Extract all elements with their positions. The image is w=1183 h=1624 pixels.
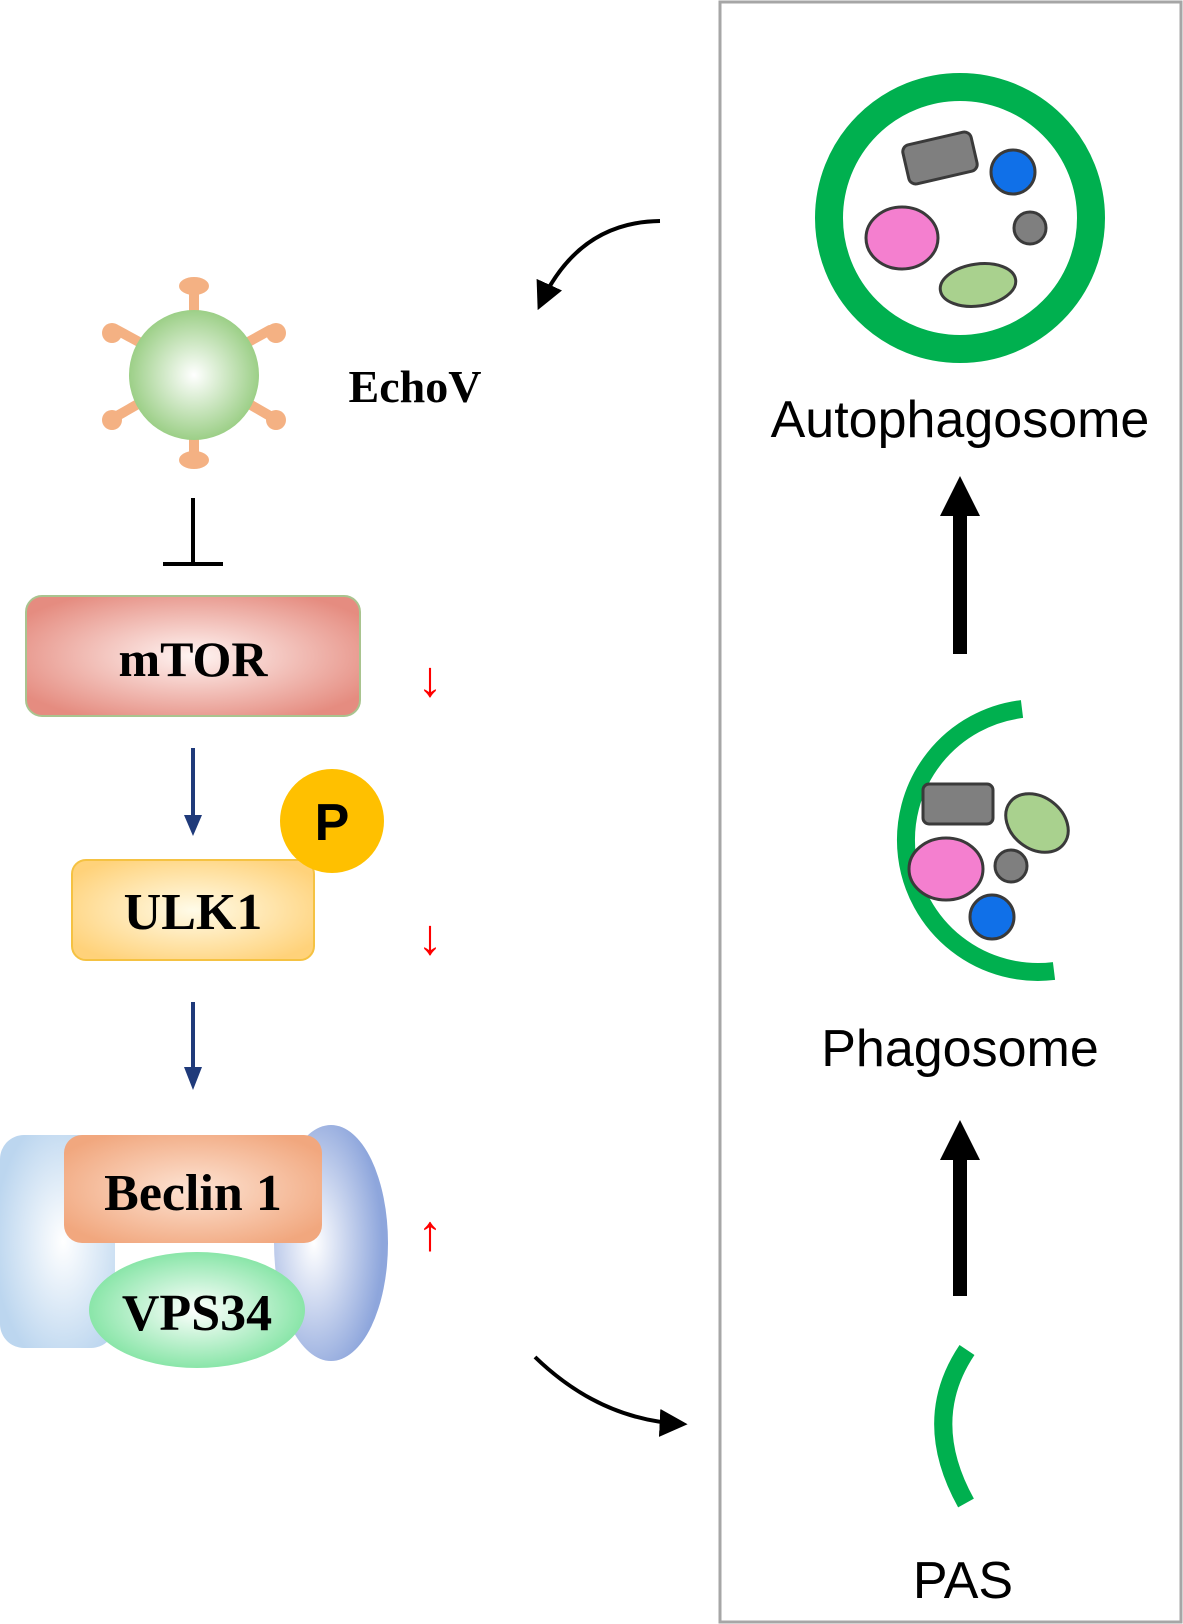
phosphate-badge	[280, 769, 384, 873]
pas-label: PAS	[913, 1552, 1013, 1610]
mtor-label: mTOR	[118, 631, 268, 687]
ulk1-change-arrow: ↓	[418, 909, 443, 965]
virus-label: EchoV	[349, 361, 482, 412]
autophagy-stage-panel	[718, 0, 1183, 1624]
curved-arrow-autophagosome-to-virus	[536, 219, 661, 311]
phagosome-icon	[897, 700, 1070, 981]
mtor-change-arrow: ↓	[418, 651, 443, 707]
vps34-label: VPS34	[122, 1285, 272, 1342]
activation-arrow-ulk1-complex	[184, 1002, 202, 1090]
beclin-box	[64, 1135, 322, 1243]
ulk1-label: ULK1	[124, 884, 263, 941]
beclin-label: Beclin 1	[104, 1165, 282, 1222]
autophagosome-label: Autophagosome	[771, 391, 1150, 449]
beclin-change-arrow: ↑	[418, 1205, 443, 1261]
phagosome-label: Phagosome	[821, 1020, 1099, 1078]
arrow-phagosome-to-autophagosome	[940, 476, 980, 654]
arrow-pas-to-phagosome	[940, 1120, 980, 1296]
virus-icon	[102, 277, 286, 469]
curved-arrow-complex-to-pas	[533, 1355, 688, 1437]
mtor-box	[25, 595, 361, 717]
vps34-ellipse	[89, 1252, 305, 1368]
pas-membrane-icon	[934, 1344, 975, 1508]
beclin-vps34-complex	[0, 1125, 388, 1368]
ulk1-box	[71, 859, 315, 961]
inhibition-symbol	[163, 498, 223, 566]
phosphate-label: P	[315, 794, 350, 852]
activation-arrow-mtor-ulk1	[184, 748, 202, 836]
autophagosome-icon	[815, 73, 1105, 363]
